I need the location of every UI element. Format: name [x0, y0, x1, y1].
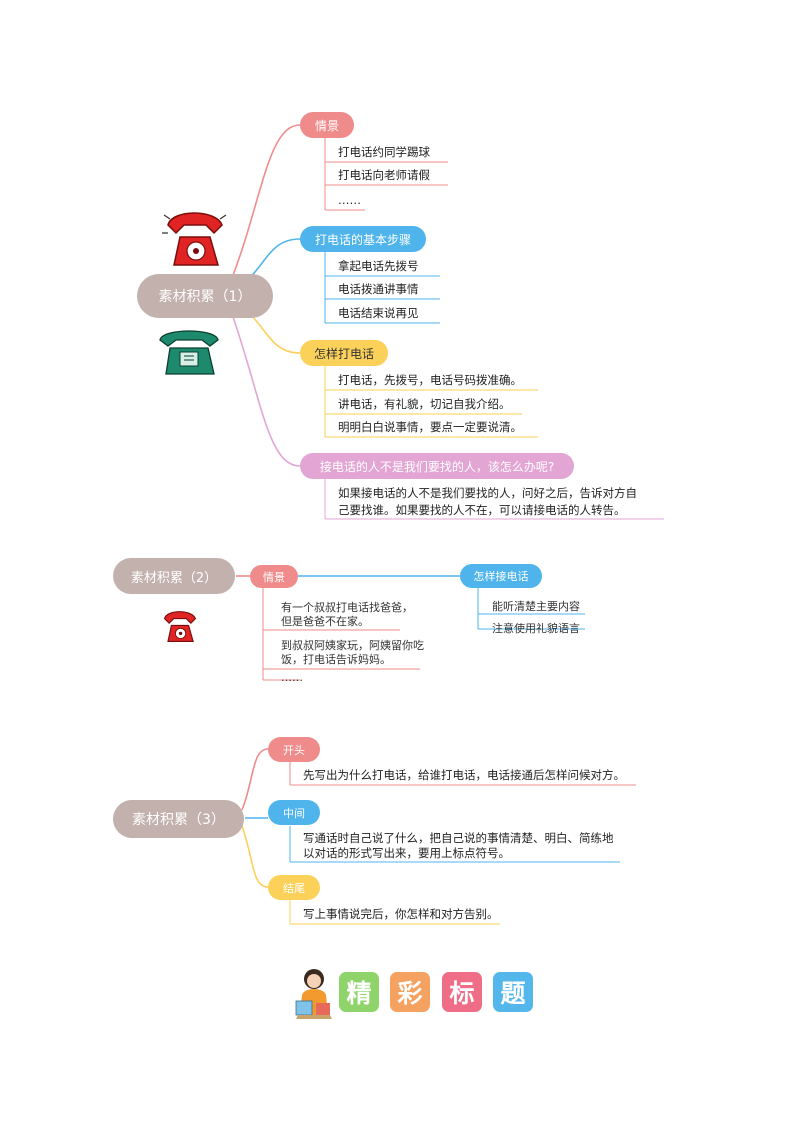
steps-item-1: 拿起电话先拨号: [338, 259, 419, 273]
root-node-2: 素材积累（2）: [113, 558, 235, 594]
steps-item-2: 电话拨通讲事情: [338, 282, 419, 296]
section2-scene-line-2: 但是爸爸不在家。: [281, 615, 369, 628]
red-telephone-icon: [160, 605, 200, 651]
scene-item-2: 打电话向老师请假: [338, 168, 430, 182]
section3-middle-line-1: 写通话时自己说了什么，把自己说的事情清楚、明白、简练地: [303, 831, 614, 845]
branch-basic-steps: 打电话的基本步骤: [300, 226, 426, 252]
title-char-4: 题: [500, 979, 526, 1008]
branch-how-to-call: 怎样打电话: [300, 340, 388, 366]
branch-scene: 情景: [300, 112, 354, 138]
section2-scene-line-4: 饭，打电话告诉妈妈。: [281, 653, 391, 666]
scene-item-1: 打电话约同学踢球: [338, 145, 430, 159]
section3-ending-text: 写上事情说完后，你怎样和对方告别。: [303, 907, 499, 921]
title-tile-1: 精: [339, 972, 379, 1012]
section2-scene-line-5: ……: [281, 671, 303, 684]
section3-opening-text: 先写出为什么打电话，给谁打电话，电话接通后怎样问候对方。: [303, 768, 625, 782]
section3-ending: 结尾: [268, 875, 320, 900]
root-node-1: 素材积累（1）: [137, 274, 273, 318]
how-item-2: 讲电话，有礼貌，切记自我介绍。: [338, 397, 511, 411]
title-char-2: 彩: [397, 979, 423, 1008]
section2-answer-label: 怎样接电话: [460, 564, 542, 588]
wrong-person-line-1: 如果接电话的人不是我们要找的人，问好之后，告诉对方自: [338, 486, 637, 500]
title-char-3: 标: [449, 979, 475, 1008]
section2-answer-line-2: 注意使用礼貌语言: [492, 622, 580, 635]
section2-scene-label: 情景: [250, 565, 298, 588]
branch-wrong-person: 接电话的人不是我们要找的人，该怎么办呢?: [300, 453, 574, 479]
girl-reading-icon: [292, 965, 336, 1025]
how-item-1: 打电话，先拨号，电话号码拨准确。: [338, 373, 522, 387]
steps-item-3: 电话结束说再见: [338, 306, 419, 320]
wrong-person-line-2: 己要找谁。如果要找的人不在，可以请接电话的人转告。: [338, 503, 626, 517]
section2-answer-line-1: 能听清楚主要内容: [492, 600, 580, 613]
scene-item-3: ……: [338, 193, 361, 207]
red-telephone-icon: [160, 203, 230, 277]
section3-middle: 中间: [268, 800, 320, 825]
how-item-3: 明明白白说事情，要点一定要说清。: [338, 420, 522, 434]
title-tile-4: 题: [493, 972, 533, 1012]
section2-scene-line-1: 有一个叔叔打电话找爸爸，: [281, 601, 413, 614]
section2-scene-line-3: 到叔叔阿姨家玩，阿姨留你吃: [281, 639, 424, 652]
section3-opening: 开头: [268, 737, 320, 762]
green-telephone-icon: [156, 326, 222, 380]
title-char-1: 精: [346, 979, 372, 1008]
section3-middle-line-2: 以对话的形式写出来，要用上标点符号。: [303, 846, 510, 860]
title-tile-2: 彩: [390, 972, 430, 1012]
root-node-3: 素材积累（3）: [113, 800, 244, 838]
title-tile-3: 标: [442, 972, 482, 1012]
